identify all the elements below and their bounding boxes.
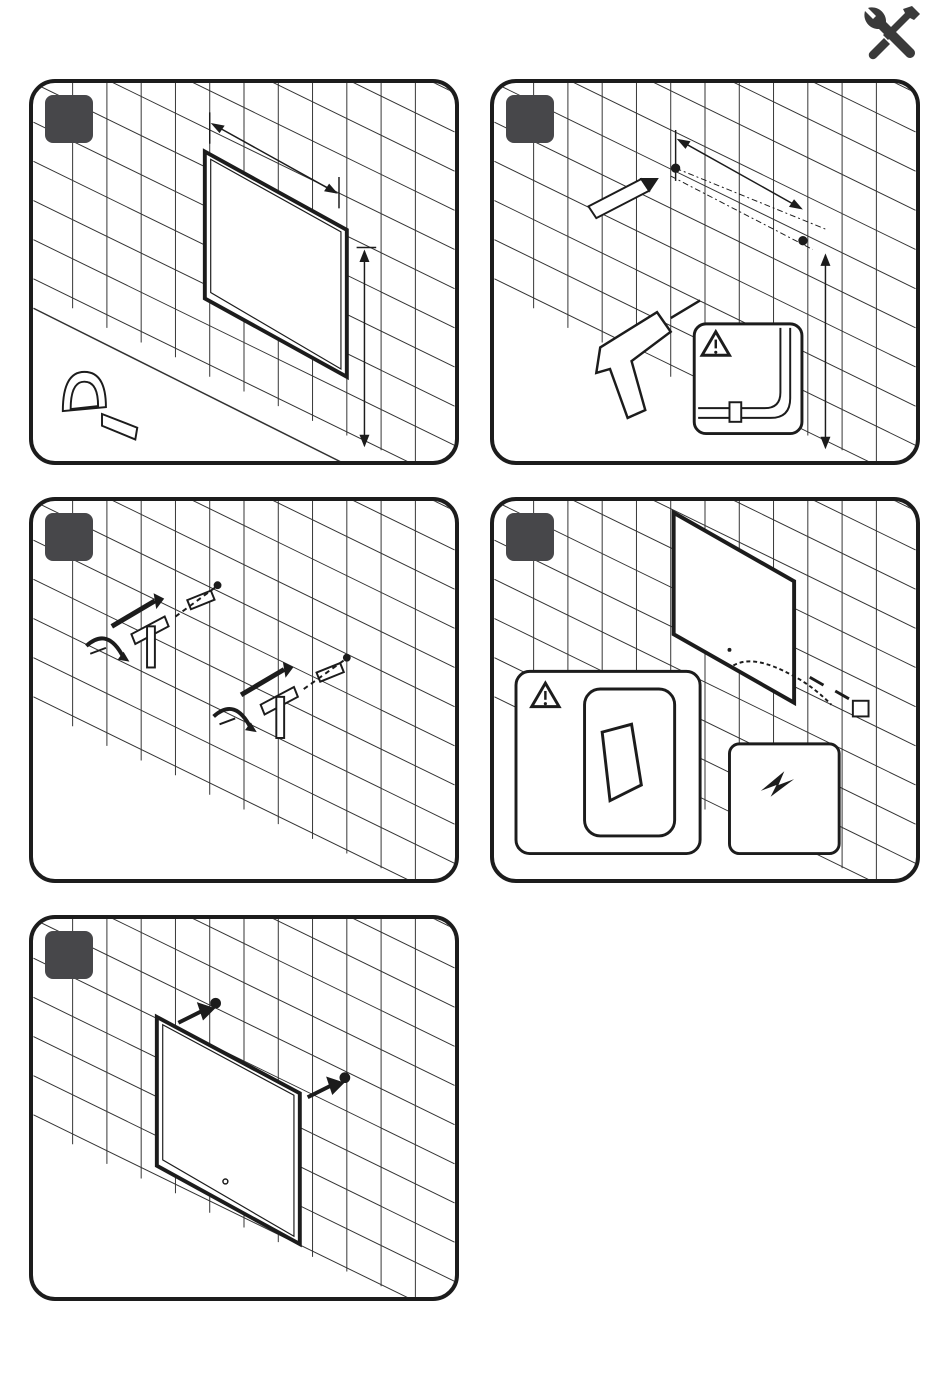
step-number-badge xyxy=(45,95,93,143)
tile-wall xyxy=(33,501,454,879)
insert-wall-plugs-illustration xyxy=(33,501,455,879)
mirror-outline-icon xyxy=(205,152,347,377)
step-5-panel xyxy=(29,915,459,1301)
wall-plug-icon xyxy=(175,582,349,689)
screw-rotate-icon xyxy=(86,638,256,732)
step-number-badge xyxy=(45,931,93,979)
tape-measure-icon xyxy=(63,372,137,440)
step-number-badge xyxy=(506,95,554,143)
step-3-panel xyxy=(29,497,459,883)
step-number-badge xyxy=(45,513,93,561)
drill-icon xyxy=(596,300,700,418)
electricity-icon xyxy=(729,744,839,854)
hang-mirror-illustration xyxy=(33,919,455,1297)
mark-and-drill-illustration xyxy=(494,83,916,461)
step-1-panel xyxy=(29,79,459,465)
measure-wall-illustration xyxy=(33,83,455,461)
step-2-panel xyxy=(490,79,920,465)
step-4-panel xyxy=(490,497,920,883)
tools-icon xyxy=(858,2,924,64)
connect-power-illustration xyxy=(494,501,916,879)
step-number-badge xyxy=(506,513,554,561)
